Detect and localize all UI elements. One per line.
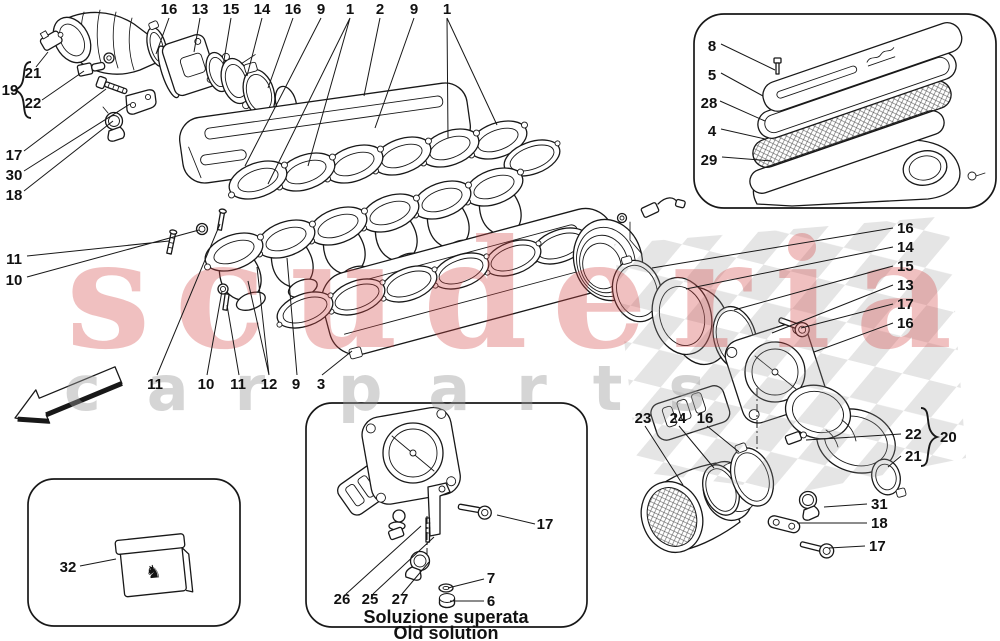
- callout-29[interactable]: 29: [701, 152, 718, 169]
- cover-plates-inset: [693, 13, 997, 209]
- meter-housing: [157, 34, 218, 99]
- callout-9[interactable]: 9: [317, 1, 325, 18]
- callout-18[interactable]: 18: [871, 515, 888, 532]
- pouch: ♞: [114, 533, 194, 598]
- callout-11[interactable]: 11: [6, 251, 22, 268]
- callout-6[interactable]: 6: [487, 593, 495, 610]
- intake-hose-assembly: [52, 9, 298, 121]
- callout-30[interactable]: 30: [6, 167, 23, 184]
- support-strap: [427, 482, 451, 537]
- brace-19: [12, 61, 32, 119]
- callout-8[interactable]: 8: [708, 38, 716, 55]
- callout-9[interactable]: 9: [292, 376, 300, 393]
- callout-9[interactable]: 9: [410, 1, 418, 18]
- inset-frame: [305, 402, 588, 628]
- bolt: [95, 75, 128, 95]
- bracket-18: [767, 515, 801, 534]
- old-solution-caption-en: Old solution: [394, 623, 499, 641]
- brace-20: [920, 407, 940, 467]
- callout-17[interactable]: 17: [537, 516, 554, 533]
- watermark-car: car: [64, 352, 311, 425]
- p-clamp: [102, 106, 126, 142]
- callout-5[interactable]: 5: [708, 67, 716, 84]
- callout-3[interactable]: 3: [317, 376, 325, 393]
- callout-22[interactable]: 22: [905, 426, 922, 443]
- callout-10[interactable]: 10: [198, 376, 215, 393]
- callout-14[interactable]: 14: [254, 1, 271, 18]
- callout-13[interactable]: 13: [897, 277, 914, 294]
- callout-17[interactable]: 17: [897, 296, 914, 313]
- bracket: [125, 89, 157, 115]
- sensor-clamp: [39, 30, 64, 51]
- screw-8: [773, 57, 782, 75]
- bolt-17b: [799, 541, 835, 559]
- callout-17[interactable]: 17: [6, 147, 23, 164]
- outlet-sensor: [616, 197, 686, 255]
- clamp-31: [798, 490, 820, 521]
- watermark-brand: scuderia: [66, 207, 976, 383]
- callout-18[interactable]: 18: [6, 187, 23, 204]
- bolt-17e: [457, 503, 492, 520]
- callout-16[interactable]: 16: [285, 1, 302, 18]
- callout-14[interactable]: 14: [897, 239, 914, 256]
- old-solution-caption-it: Soluzione superata: [363, 607, 529, 627]
- leader-lines: [23, 17, 902, 602]
- watermark-layer: car parts scuderia: [64, 207, 976, 492]
- callout-15[interactable]: 15: [897, 258, 914, 275]
- callout-16[interactable]: 16: [897, 315, 914, 332]
- callout-11[interactable]: 11: [147, 376, 163, 393]
- prancing-horse-icon: ♞: [144, 561, 162, 584]
- callout-7[interactable]: 7: [487, 570, 495, 587]
- inset-frame: [27, 478, 241, 627]
- caption-backdrop: [348, 609, 544, 626]
- callout-21[interactable]: 21: [25, 65, 42, 82]
- callout-23[interactable]: 23: [635, 410, 652, 427]
- callout-21[interactable]: 21: [905, 448, 922, 465]
- checkered-flag-watermark: [614, 216, 966, 492]
- callout-16[interactable]: 16: [697, 410, 714, 427]
- watermark-parts: parts: [338, 352, 751, 425]
- callout-26[interactable]: 26: [334, 591, 351, 608]
- callout-2[interactable]: 2: [376, 1, 384, 18]
- band-clamp: [240, 54, 276, 118]
- callout-16[interactable]: 16: [897, 220, 914, 237]
- direction-arrow-icon: [14, 366, 123, 424]
- callout-1[interactable]: 1: [443, 1, 451, 18]
- nut-6: [438, 593, 456, 609]
- callout-31[interactable]: 31: [871, 496, 888, 513]
- inset-frame: [693, 13, 997, 209]
- callout-28[interactable]: 28: [701, 95, 718, 112]
- manifold-studs: [166, 208, 230, 311]
- callout-10[interactable]: 10: [6, 272, 23, 289]
- old-solution-inset: [305, 402, 588, 628]
- callout-17[interactable]: 17: [869, 538, 886, 555]
- tool-kit-inset: ♞: [27, 478, 241, 627]
- callout-1[interactable]: 1: [346, 1, 354, 18]
- callout-32[interactable]: 32: [60, 559, 77, 576]
- callout-4[interactable]: 4: [708, 123, 717, 140]
- callout-20[interactable]: 20: [940, 429, 957, 446]
- callout-27[interactable]: 27: [392, 591, 409, 608]
- callout-12[interactable]: 12: [261, 376, 278, 393]
- callout-22[interactable]: 22: [25, 95, 42, 112]
- callout-19[interactable]: 19: [2, 82, 19, 99]
- callout-15[interactable]: 15: [223, 1, 240, 18]
- callout-25[interactable]: 25: [362, 591, 379, 608]
- callout-labels: 16 13 15 14 16 9 1 2 9 1 21 19 22 17 30 …: [2, 1, 957, 610]
- clamp-27: [404, 550, 431, 581]
- callout-11[interactable]: 11: [230, 376, 246, 393]
- callout-16[interactable]: 16: [161, 1, 178, 18]
- callout-13[interactable]: 13: [192, 1, 209, 18]
- callout-24[interactable]: 24: [670, 410, 687, 427]
